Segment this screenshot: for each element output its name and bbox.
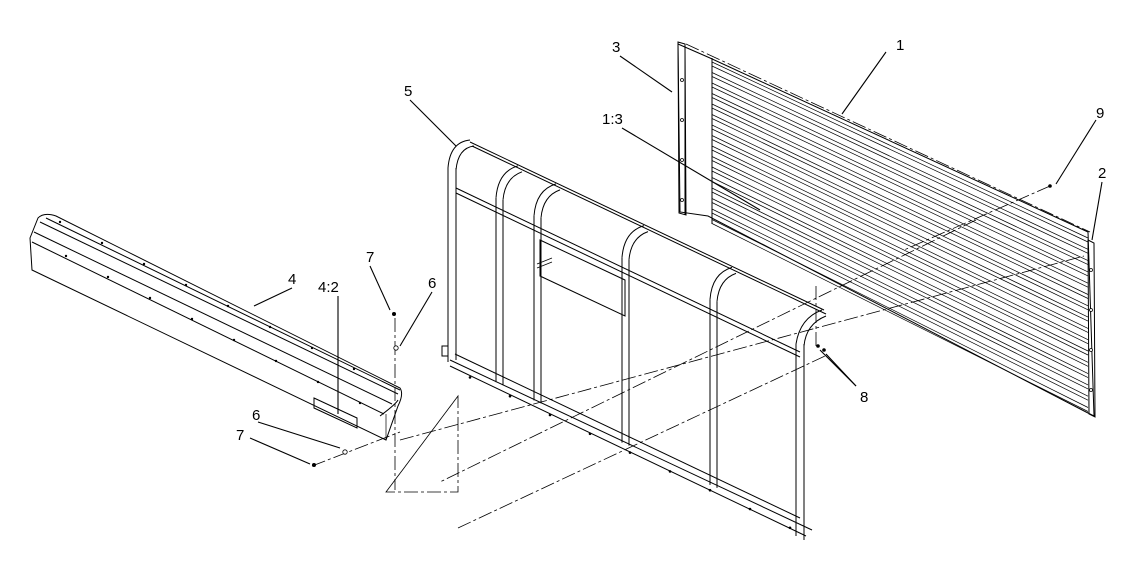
- panel-ridge: [711, 118, 1089, 299]
- frame-bow: [533, 183, 557, 216]
- callout-6-lower: 6: [252, 407, 260, 424]
- panel-ridge: [711, 65, 1089, 243]
- fastener-9: [1048, 184, 1052, 188]
- panel-ridge: [711, 208, 1089, 397]
- cover-hole: [58, 220, 62, 224]
- panel-ridge: [711, 170, 1089, 356]
- callout-5: 5: [404, 83, 412, 100]
- part-4-curved-cover: [29, 213, 403, 441]
- panel-ridge: [711, 128, 1089, 311]
- screw-7-upper: [392, 312, 396, 316]
- panel-ridge: [711, 135, 1089, 318]
- cover-hole: [184, 283, 188, 287]
- panel-ridge: [711, 181, 1089, 367]
- frame-bow: [716, 272, 737, 302]
- panel-ridge: [711, 198, 1089, 386]
- cover-hole: [142, 262, 146, 266]
- callout-1: 1: [896, 37, 904, 54]
- callout-6-upper: 6: [428, 275, 436, 292]
- panel-ridge: [711, 156, 1089, 341]
- panel-ridge: [711, 97, 1089, 277]
- panel-ridge: [711, 166, 1089, 352]
- washer-6-upper: [393, 345, 399, 351]
- cover-hole: [100, 241, 104, 245]
- frame-hole: [508, 394, 512, 398]
- callout-7-upper: 7: [366, 249, 374, 266]
- frame-bow: [709, 266, 733, 300]
- screw-7-lower: [312, 463, 316, 467]
- frame-bow: [628, 231, 649, 260]
- panel-ridge: [711, 219, 1089, 408]
- part-2-edge-strip: [1087, 239, 1096, 418]
- cover-hole: [64, 254, 68, 258]
- hardware-fasteners: [312, 184, 1052, 467]
- callout-4-2: 4:2: [318, 279, 339, 296]
- panel-ridge: [711, 187, 1089, 374]
- panel-ridge: [711, 93, 1089, 273]
- callout-1-3: 1:3: [602, 111, 623, 128]
- cover-hole: [190, 317, 194, 321]
- panel-ridge: [711, 103, 1089, 284]
- panel-ridge: [711, 160, 1089, 345]
- frame-hole: [708, 488, 712, 492]
- frame-hole: [748, 507, 752, 511]
- panel-ridge: [711, 76, 1089, 254]
- cover-hole: [310, 346, 314, 350]
- panel-ridge: [711, 124, 1089, 307]
- frame-hole: [788, 526, 792, 530]
- cover-hole: [316, 380, 320, 384]
- part-5-frame: [441, 139, 827, 540]
- leader-lines: [249, 51, 1103, 465]
- panel-ridge: [711, 145, 1089, 329]
- panel-ridge: [711, 212, 1089, 401]
- panel-ridge: [711, 82, 1089, 261]
- callout-8: 8: [860, 389, 868, 406]
- panel-ridge: [711, 223, 1089, 412]
- part-1-corrugated-panel: [677, 43, 1095, 417]
- cover-hole: [106, 275, 110, 279]
- frame-bow: [540, 189, 561, 218]
- bolt-8a: [816, 344, 820, 348]
- panel-ridge: [711, 61, 1089, 239]
- cover-hole: [358, 401, 362, 405]
- panel-ridge: [711, 177, 1089, 363]
- frame-hole: [548, 413, 552, 417]
- panel-ridge: [711, 72, 1089, 250]
- cover-hole: [352, 367, 356, 371]
- frame-hole: [628, 451, 632, 454]
- cover-hole: [148, 296, 152, 300]
- frame-bow: [621, 225, 645, 258]
- callout-7-lower: 7: [236, 427, 244, 444]
- frame-hole: [668, 470, 672, 473]
- washer-6-lower: [342, 449, 348, 455]
- frame-hole: [468, 376, 472, 379]
- panel-ridge: [711, 139, 1089, 322]
- assembly-centerlines: [311, 43, 1091, 529]
- panel-ridge: [711, 149, 1089, 333]
- frame-bow: [502, 171, 523, 200]
- cover-hole: [274, 359, 278, 363]
- frame-hole: [588, 432, 592, 436]
- callout-3: 3: [612, 39, 620, 56]
- panel-ridge: [711, 107, 1089, 288]
- frame-bow: [495, 165, 519, 198]
- bolt-8b: [822, 348, 826, 352]
- panel-ridge: [711, 86, 1089, 265]
- cover-hole: [226, 304, 230, 308]
- panel-ridge: [711, 114, 1089, 295]
- callout-4: 4: [288, 271, 296, 288]
- panel-ridge: [711, 202, 1089, 390]
- callout-2: 2: [1098, 165, 1106, 182]
- cover-hole: [232, 338, 236, 342]
- callout-9: 9: [1096, 105, 1104, 122]
- panel-ridge: [711, 191, 1089, 378]
- cover-hole: [268, 325, 272, 329]
- part-3-edge-strip: [677, 41, 687, 216]
- callout-labels: 1 3 5 1:3 9 2 4 4:2 7 6 6 7 8: [236, 37, 1106, 444]
